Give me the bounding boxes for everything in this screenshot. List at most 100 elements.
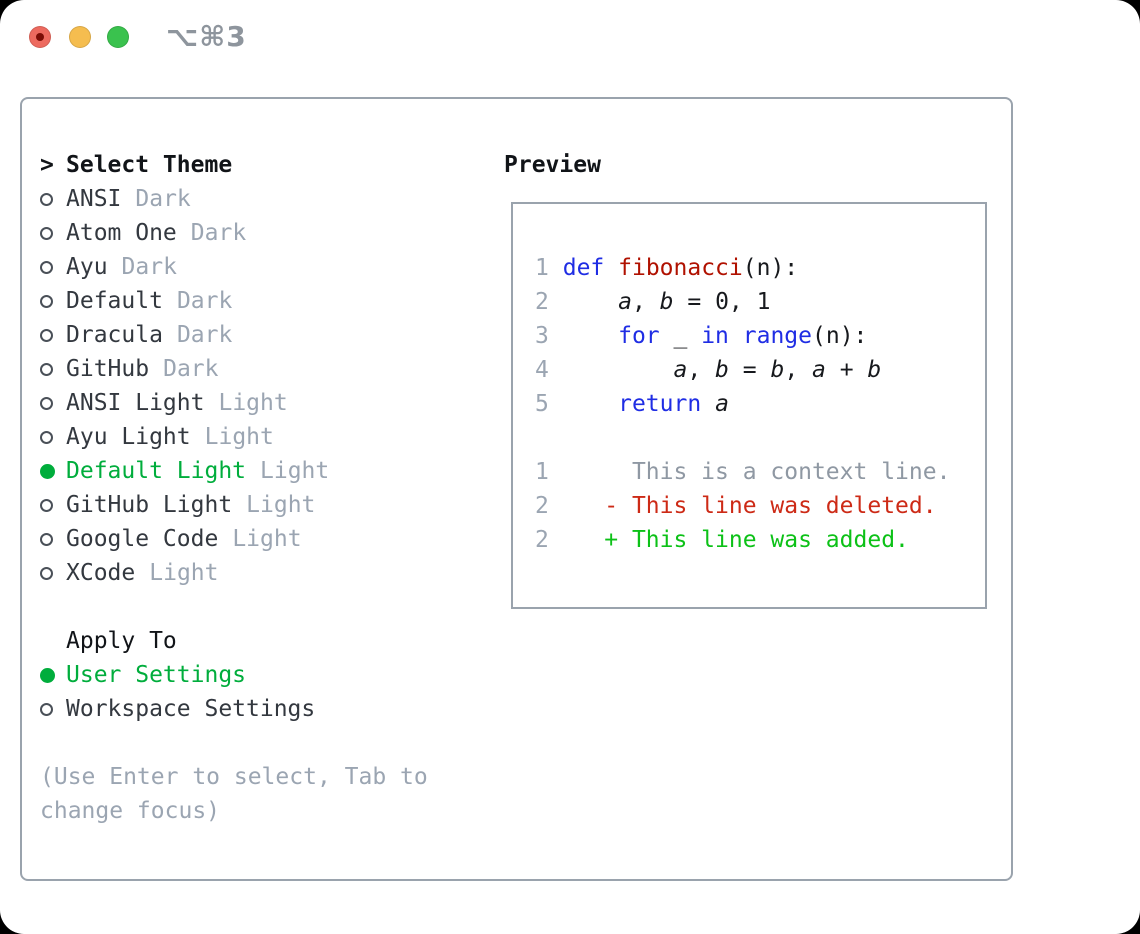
radio-icon	[40, 420, 66, 454]
code-line: 5 return a	[535, 387, 975, 421]
theme-option[interactable]: XCode Light	[40, 556, 428, 590]
apply-to-heading-row: Apply To	[40, 624, 428, 658]
theme-option-label: GitHub Light	[66, 492, 233, 518]
blank-line	[535, 421, 975, 455]
code-token: a	[812, 357, 826, 383]
theme-variant-label: Light	[232, 526, 302, 552]
theme-option[interactable]: GitHub Light Light	[40, 488, 428, 522]
theme-variant-label: Dark	[135, 186, 191, 212]
radio-icon	[40, 352, 66, 386]
theme-option-label: GitHub	[66, 356, 150, 382]
window-title: ⌥⌘3	[166, 20, 247, 53]
diff-text: - This line was deleted.	[548, 493, 937, 519]
theme-option-label: ANSI Light	[66, 390, 205, 416]
code-token	[729, 323, 743, 349]
code-token	[549, 357, 674, 383]
radio-icon	[40, 284, 66, 318]
code-token: ,	[631, 289, 660, 315]
theme-variant-label: Light	[218, 390, 288, 416]
code-token: ,	[784, 357, 813, 383]
prompt-marker: >	[40, 148, 66, 182]
code-token: b	[770, 357, 785, 383]
titlebar: ⌥⌘3	[0, 0, 1140, 76]
apply-target-option-label: User Settings	[66, 662, 247, 688]
line-number: 2	[535, 289, 549, 315]
radio-icon	[40, 250, 66, 284]
code-token: ,	[687, 357, 716, 383]
code-token: a	[673, 357, 688, 383]
code-token: range	[742, 323, 813, 349]
apply-target-option[interactable]: User Settings	[40, 658, 428, 692]
diff-line-deleted: 2 - This line was deleted.	[535, 489, 975, 523]
code-token: return	[618, 391, 702, 417]
theme-option-label: Default Light	[66, 458, 247, 484]
theme-variant-label: Dark	[176, 322, 233, 348]
code-token: a	[618, 289, 632, 315]
theme-option-label: XCode	[66, 560, 136, 586]
code-token: =	[728, 357, 771, 383]
radio-icon	[40, 488, 66, 522]
radio-selected-icon	[40, 658, 66, 692]
code-line: 4 a, b = b, a + b	[535, 353, 975, 387]
theme-option-label: Ayu Light	[66, 424, 191, 450]
theme-option[interactable]: Google Code Light	[40, 522, 428, 556]
radio-icon	[40, 386, 66, 420]
code-token	[549, 391, 618, 417]
theme-variant-label: Light	[246, 492, 316, 518]
code-token	[701, 391, 715, 417]
theme-variant-label: Light	[204, 424, 274, 450]
theme-variant-label: Dark	[176, 288, 233, 314]
close-button-icon[interactable]	[29, 26, 51, 48]
radio-selected-icon	[40, 454, 66, 488]
minimize-button-icon[interactable]	[69, 26, 91, 48]
theme-variant-label: Dark	[190, 220, 247, 246]
empty-marker	[40, 624, 66, 658]
apply-target-option-label: Workspace Settings	[66, 696, 316, 722]
radio-icon	[40, 318, 66, 352]
line-number: 1	[535, 459, 549, 485]
theme-option-label: Default	[66, 288, 163, 314]
code-token: (n):	[812, 323, 868, 349]
diff-sample: 1 This is a context line.2 - This line w…	[535, 455, 975, 557]
code-token: a	[715, 391, 729, 417]
apply-target-option[interactable]: Workspace Settings	[40, 692, 428, 726]
hint-line-2: change focus)	[40, 798, 221, 824]
radio-icon	[40, 556, 66, 590]
theme-option[interactable]: Default Dark	[40, 284, 428, 318]
theme-variant-label: Light	[260, 458, 330, 484]
radio-icon	[40, 182, 66, 216]
theme-option[interactable]: GitHub Dark	[40, 352, 428, 386]
theme-variant-label: Light	[149, 560, 219, 586]
theme-option[interactable]: Default Light Light	[40, 454, 428, 488]
preview-heading: Preview	[504, 152, 601, 178]
diff-line-context: 1 This is a context line.	[535, 455, 975, 489]
code-token: b	[715, 357, 729, 383]
line-number: 2	[535, 493, 549, 519]
theme-option[interactable]: Ayu Light Light	[40, 420, 428, 454]
code-token: +	[825, 357, 868, 383]
zoom-button-icon[interactable]	[107, 26, 129, 48]
code-token: b	[659, 289, 674, 315]
theme-option-label: Google Code	[66, 526, 219, 552]
theme-variant-label: Dark	[163, 356, 219, 382]
code-token: b	[867, 357, 882, 383]
radio-icon	[40, 216, 66, 250]
chevron-prompt-icon: >	[40, 152, 54, 178]
theme-option[interactable]: ANSI Light Light	[40, 386, 428, 420]
code-token	[604, 255, 618, 281]
line-number: 2	[535, 527, 549, 553]
code-token: _	[659, 323, 702, 349]
spacer	[40, 726, 428, 760]
line-number: 3	[535, 323, 549, 349]
select-theme-heading: Select Theme	[66, 152, 233, 178]
theme-option-label: Ayu	[66, 254, 108, 280]
